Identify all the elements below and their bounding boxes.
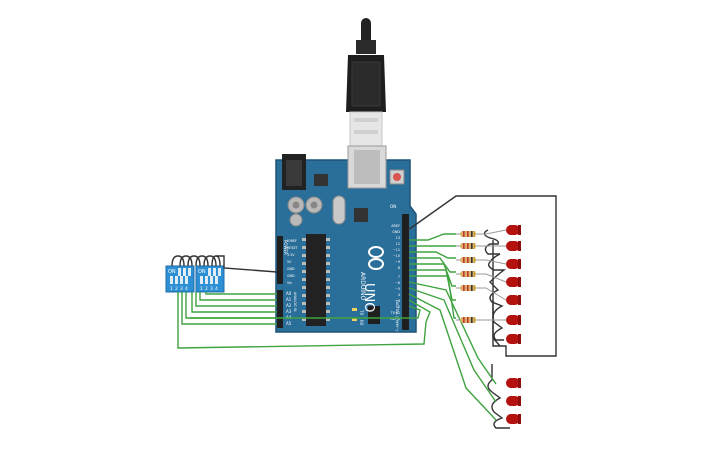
led-5[interactable] xyxy=(485,287,521,305)
resistor-4[interactable] xyxy=(456,271,486,277)
analog-header xyxy=(277,290,283,328)
dip-switch-1-num-1: 1 xyxy=(170,286,173,292)
resistor-5[interactable] xyxy=(456,285,486,291)
pin-label-ioref: IOREF xyxy=(287,239,297,243)
dip-switch-2-num-2: 2 xyxy=(205,286,208,292)
analog-header-label: ANALOG IN xyxy=(293,292,297,312)
led-4[interactable] xyxy=(485,273,521,287)
pin-label-1: TX→1 xyxy=(390,311,400,315)
resistor-6[interactable] xyxy=(456,317,486,323)
pin-label-4: 4 xyxy=(398,293,400,297)
pin-label-6: ~6 xyxy=(395,281,400,285)
tx-label: TX xyxy=(359,309,364,315)
dip-switch-1-num-4: 4 xyxy=(185,286,188,292)
pin-label-aref: AREF xyxy=(391,224,400,228)
pin-label-a3: A3 xyxy=(286,309,292,314)
pin-label-5: ~5 xyxy=(395,287,400,291)
pin-label-2: 2 xyxy=(398,305,400,309)
on-led-label: ON xyxy=(390,204,396,209)
crystal-oscillator xyxy=(332,195,346,225)
digital-header-label: DIGITAL (PWM~) xyxy=(395,300,400,332)
arduino-logo xyxy=(368,246,384,270)
pin-label-13: 13 xyxy=(396,236,400,240)
pin-label-11: ~11 xyxy=(393,248,400,252)
pin-label-12: 12 xyxy=(396,242,400,246)
ground-wires[interactable] xyxy=(171,195,557,429)
pin-label-0: RX←0 xyxy=(390,317,400,321)
pin-label-a2: A2 xyxy=(286,303,292,308)
dip-switch-2-on: ON xyxy=(198,269,206,275)
pin-label-9: ~9 xyxy=(395,260,400,264)
led-9[interactable] xyxy=(506,396,521,406)
led-1[interactable] xyxy=(485,225,521,235)
pin-label-5v: 5V xyxy=(287,260,292,264)
led-8[interactable] xyxy=(506,378,521,388)
pin-label-a5: A5 xyxy=(286,321,292,326)
power-header-label: POWER xyxy=(283,240,288,255)
pin-label-10: ~10 xyxy=(393,254,400,258)
led-10[interactable] xyxy=(506,414,521,424)
pin-label-8: 8 xyxy=(398,266,400,270)
dip-switch-1-num-2: 2 xyxy=(175,286,178,292)
signal-wires[interactable] xyxy=(177,233,497,421)
atmega-chip xyxy=(306,234,326,326)
dip-switch-1-num-3: 3 xyxy=(180,286,183,292)
brand-text: ARDUINO xyxy=(359,272,366,301)
usb-cable[interactable] xyxy=(346,18,386,149)
model-text: UNO xyxy=(361,283,376,312)
dip-switch-2-num-3: 3 xyxy=(210,286,213,292)
pin-label-3v3: 3.3V xyxy=(287,253,295,257)
power-header xyxy=(277,236,283,284)
usb-chip xyxy=(354,208,368,222)
pin-label-a0: A0 xyxy=(286,291,292,296)
arduino-uno-board[interactable]: ARDUINO UNO TX RX POWER IOREF RESET 3.3V… xyxy=(275,145,417,333)
dip-loop-1 xyxy=(171,255,185,267)
resistor-1[interactable] xyxy=(456,231,486,237)
pin-label-reset: RESET xyxy=(287,246,299,250)
resistor-3[interactable] xyxy=(456,257,486,263)
led-6[interactable] xyxy=(486,315,521,325)
digital-header xyxy=(402,214,409,330)
dip-switch-1[interactable]: ON 1 2 3 4 xyxy=(165,265,195,293)
pin-label-gnd-d: GND xyxy=(392,230,400,234)
pin-label-a1: A1 xyxy=(286,297,292,302)
pin-label-gnd-2: GND xyxy=(287,274,295,278)
pin-label-gnd-1: GND xyxy=(287,267,295,271)
led-2[interactable] xyxy=(486,241,521,251)
resistor-2[interactable] xyxy=(456,243,486,249)
pin-label-3: ~3 xyxy=(395,299,400,303)
dip-switch-2-num-1: 1 xyxy=(200,286,203,292)
pin-label-vin: Vin xyxy=(287,281,292,285)
pin-label-7: 7 xyxy=(398,275,400,279)
led-3[interactable] xyxy=(485,259,521,269)
dip-switch-2[interactable]: ON 1 2 3 4 xyxy=(195,265,225,293)
dip-switch-2-num-4: 4 xyxy=(215,286,218,292)
led-7[interactable] xyxy=(506,334,521,344)
rx-label: RX xyxy=(359,320,364,326)
dip-switch-1-on: ON xyxy=(168,269,176,275)
